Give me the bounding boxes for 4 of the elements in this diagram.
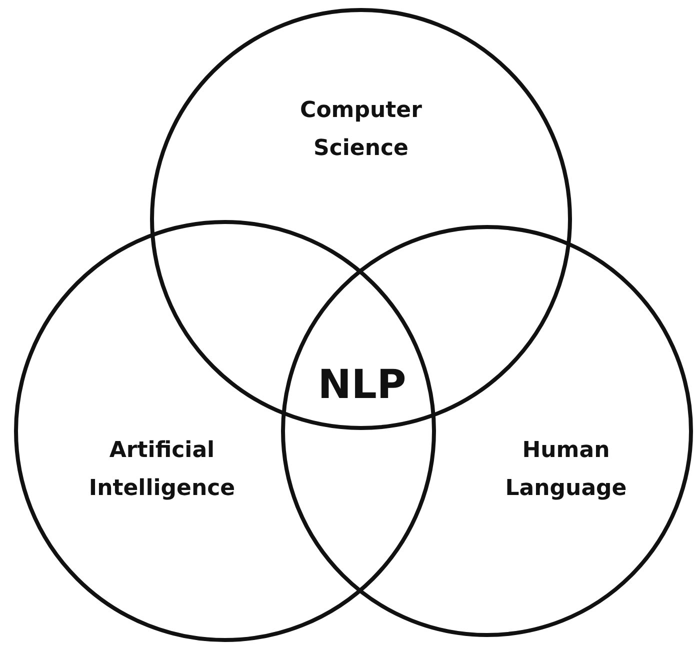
circle-label: Artificial Intelligence (88, 437, 236, 503)
circle-label: Computer Science (299, 97, 423, 163)
circle-label: Human Language (504, 437, 628, 503)
intersection-label: NLP (318, 362, 406, 408)
